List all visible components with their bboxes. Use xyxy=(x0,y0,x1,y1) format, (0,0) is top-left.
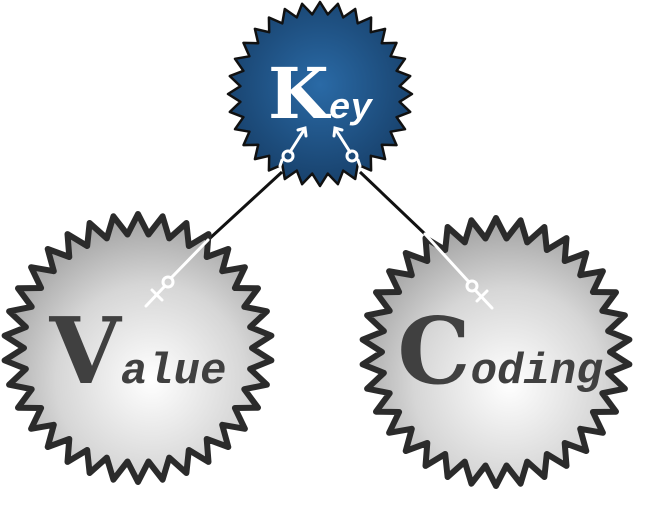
key-label: Key xyxy=(268,52,373,135)
value-initial: V xyxy=(48,297,122,405)
value-node: Value xyxy=(1,211,275,485)
key-node: Key xyxy=(226,0,414,188)
coding-node: Coding xyxy=(359,215,633,489)
connectors xyxy=(144,126,494,310)
key-gear-shape xyxy=(226,0,414,188)
coding-initial: C xyxy=(397,297,470,405)
coding-rest: oding xyxy=(471,347,604,397)
key-connector-right xyxy=(332,126,362,168)
value-rest: alue xyxy=(121,347,227,397)
coding-label: Coding xyxy=(397,297,603,405)
value-label: Value xyxy=(48,297,226,405)
edge-key-coding xyxy=(358,170,427,236)
coding-gear-shape xyxy=(359,215,633,489)
key-initial: K xyxy=(268,52,331,135)
value-gear-shape xyxy=(1,211,275,485)
coding-connector xyxy=(423,232,494,310)
value-connector xyxy=(144,238,210,308)
edge-key-value xyxy=(206,170,284,242)
key-rest: ey xyxy=(329,88,374,129)
key-connector-left xyxy=(278,126,308,168)
